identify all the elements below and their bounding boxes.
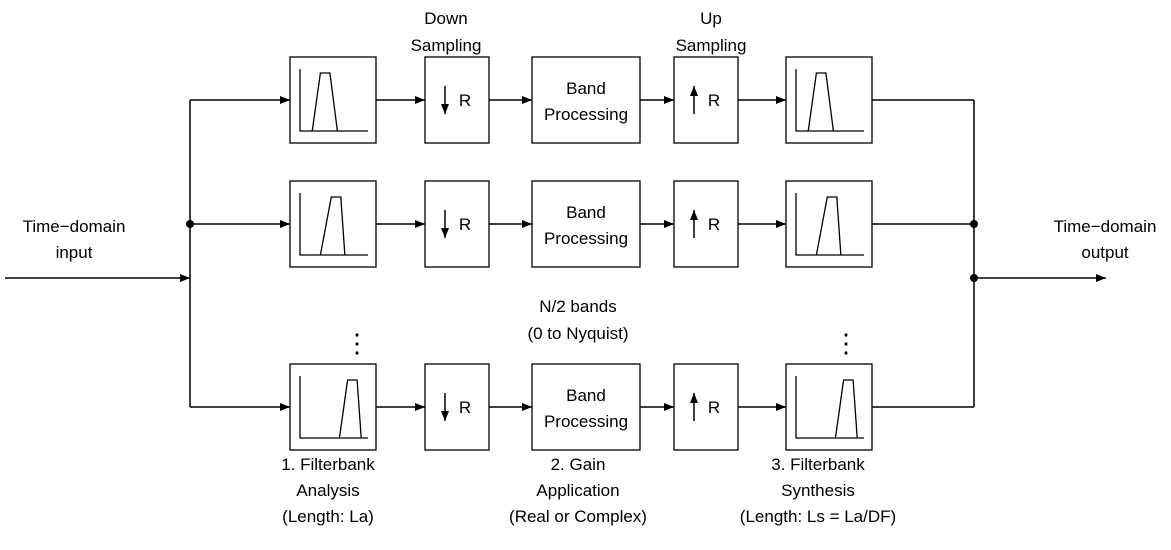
stage-2-line2: Application xyxy=(536,481,619,500)
synthesis-filter-1 xyxy=(785,56,873,144)
analysis-filter-3 xyxy=(289,363,377,451)
band-processing-1-label-line2: Processing xyxy=(544,105,628,124)
ellipsis-synthesis: ⋮ xyxy=(833,328,859,358)
band-processing-1-label-line1: Band xyxy=(566,79,606,98)
upsampler-3: R xyxy=(673,363,739,451)
downsampler-1-frame xyxy=(424,56,490,144)
synthesis-filter-3-frame xyxy=(785,363,873,451)
downsampler-1-symbol: R xyxy=(459,91,471,110)
synthesis-filter-3-axes xyxy=(795,376,864,439)
downsampling-label-line1: Down xyxy=(424,9,467,28)
ellipsis-analysis: ⋮ xyxy=(344,328,370,358)
bands-note-line1: N/2 bands xyxy=(539,297,617,316)
downsampler-3-frame xyxy=(424,363,490,451)
synthesis-filter-1-axes xyxy=(795,69,864,132)
band-processing-3-label-line2: Processing xyxy=(544,412,628,431)
analysis-filter-3-response xyxy=(338,379,362,439)
analysis-filter-2 xyxy=(289,180,377,268)
analysis-filter-2-response xyxy=(319,196,346,256)
upsampler-1-symbol: R xyxy=(708,91,720,110)
synthesis-filter-2-frame xyxy=(785,180,873,268)
upsampling-label-line1: Up xyxy=(700,9,722,28)
synthesis-filter-3 xyxy=(785,363,873,451)
stage-1-line2: Analysis xyxy=(296,481,359,500)
analysis-filter-1-response xyxy=(311,72,339,132)
downsampler-1: R xyxy=(424,56,490,144)
band-rows: RBandProcessingRRBandProcessingRRBandPro… xyxy=(190,56,974,451)
band-processing-2-frame xyxy=(531,180,641,268)
synthesis-filter-2 xyxy=(785,180,873,268)
synthesis-filter-3-response xyxy=(834,379,858,439)
downsampler-2-symbol: R xyxy=(459,215,471,234)
stage-3-line3: (Length: Ls = La/DF) xyxy=(740,507,896,526)
band-processing-1-frame xyxy=(531,56,641,144)
upsampler-1-frame xyxy=(673,56,739,144)
upsampling-label-line2: Sampling xyxy=(676,36,747,55)
upsampler-3-symbol: R xyxy=(708,398,720,417)
downsampler-2: R xyxy=(424,180,490,268)
synthesis-filter-1-response xyxy=(807,72,835,132)
synthesis-filter-2-response xyxy=(815,196,842,256)
analysis-filter-1 xyxy=(289,56,377,144)
analysis-filter-3-axes xyxy=(299,376,368,439)
stage-3-line1: 3. Filterbank xyxy=(771,455,865,474)
band-processing-2-label-line2: Processing xyxy=(544,229,628,248)
output-label-line1: Time−domain xyxy=(1054,217,1157,236)
upsampler-1: R xyxy=(673,56,739,144)
stage-3-line2: Synthesis xyxy=(781,481,855,500)
analysis-filter-1-axes xyxy=(299,69,368,132)
stage-1-line3: (Length: La) xyxy=(282,507,374,526)
upsampler-2-frame xyxy=(673,180,739,268)
upsampler-2-symbol: R xyxy=(708,215,720,234)
analysis-filter-3-frame xyxy=(289,363,377,451)
output-label-line2: output xyxy=(1081,243,1129,262)
band-processing-2-label-line1: Band xyxy=(566,203,606,222)
input-label-line2: input xyxy=(56,243,93,262)
band-processing-3-label-line1: Band xyxy=(566,386,606,405)
stage-1-line1: 1. Filterbank xyxy=(281,455,375,474)
analysis-filter-2-axes xyxy=(299,193,368,256)
downsampler-3: R xyxy=(424,363,490,451)
stage-2-line1: 2. Gain xyxy=(551,455,606,474)
band-processing-3-frame xyxy=(531,363,641,451)
downsampling-label-line2: Sampling xyxy=(411,36,482,55)
upsampler-2: R xyxy=(673,180,739,268)
synthesis-filter-2-axes xyxy=(795,193,864,256)
io-wiring xyxy=(5,100,1106,407)
upsampler-3-frame xyxy=(673,363,739,451)
bands-note-line2: (0 to Nyquist) xyxy=(527,324,628,343)
downsampler-2-frame xyxy=(424,180,490,268)
input-label-line1: Time−domain xyxy=(23,217,126,236)
stage-2-line3: (Real or Complex) xyxy=(509,507,647,526)
analysis-filter-2-frame xyxy=(289,180,377,268)
downsampler-3-symbol: R xyxy=(459,398,471,417)
